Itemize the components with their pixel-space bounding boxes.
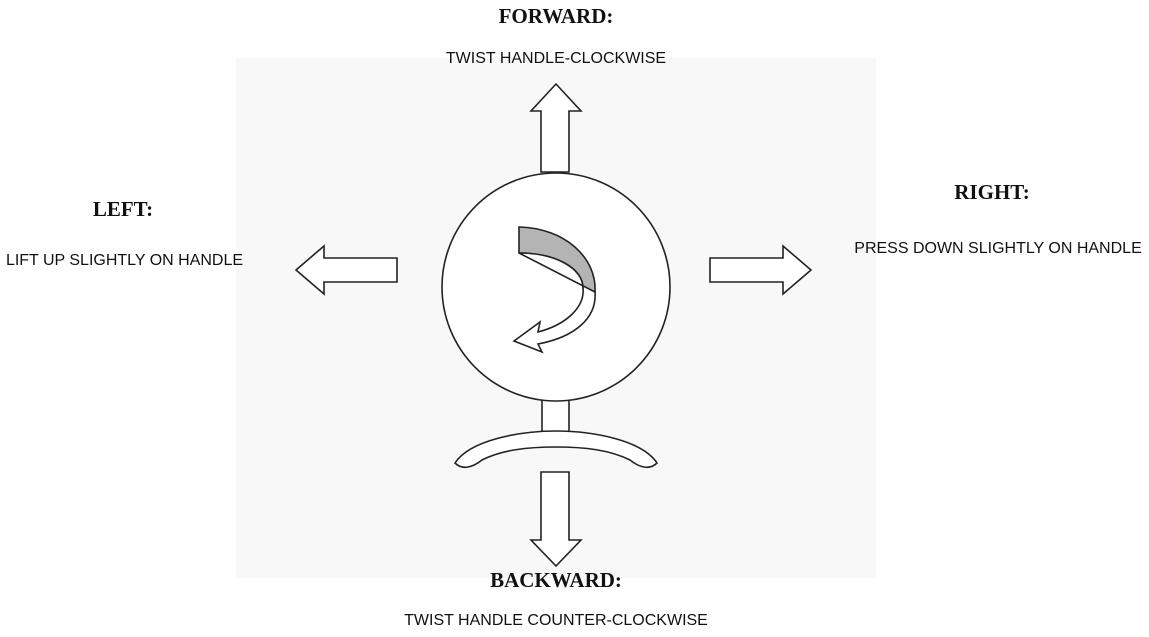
arrow-down-icon bbox=[529, 471, 583, 568]
arrow-right-icon bbox=[709, 244, 813, 296]
left-heading: LEFT: bbox=[92, 197, 154, 221]
left-description: LIFT UP SLIGHTLY ON HANDLE bbox=[5, 252, 244, 269]
twist-arrow-icon bbox=[512, 226, 596, 354]
right-heading: RIGHT: bbox=[954, 180, 1030, 204]
backward-description: TWIST HANDLE COUNTER-CLOCKWISE bbox=[404, 612, 708, 629]
handle-knob-icon bbox=[441, 172, 671, 402]
forward-description: TWIST HANDLE-CLOCKWISE bbox=[445, 50, 667, 67]
arrow-up-icon bbox=[529, 82, 583, 173]
forward-heading: FORWARD: bbox=[498, 4, 614, 28]
arrow-left-icon bbox=[294, 244, 398, 296]
right-description: PRESS DOWN SLIGHTLY ON HANDLE bbox=[854, 240, 1142, 257]
handle-base-icon bbox=[453, 430, 659, 469]
backward-heading: BACKWARD: bbox=[490, 568, 622, 592]
